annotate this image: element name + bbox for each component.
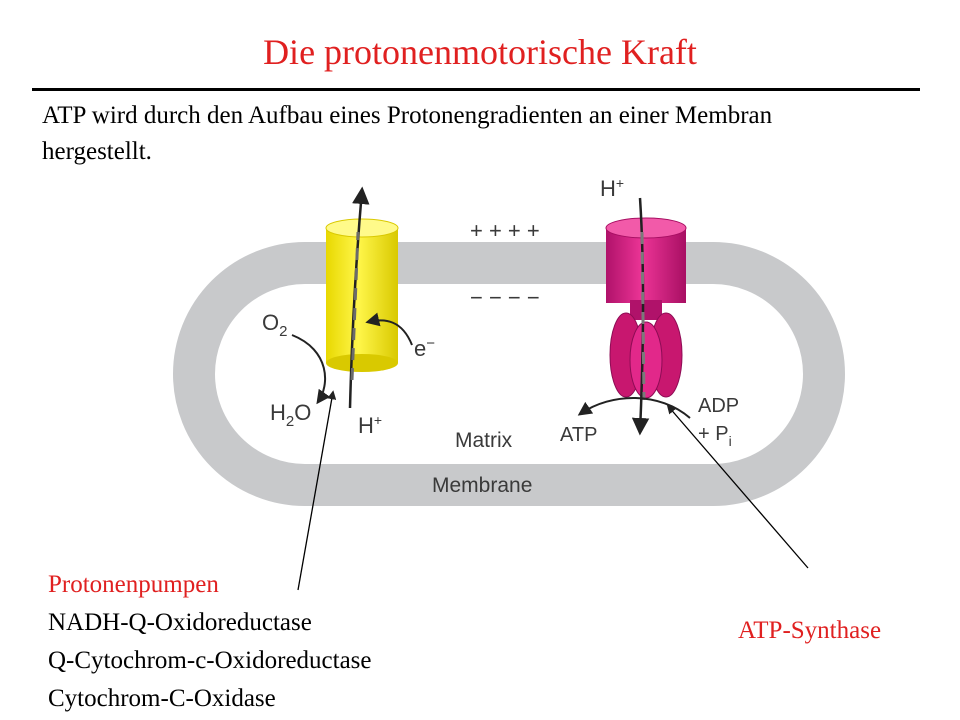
pumps-legend: Protonenpumpen NADH-Q-Oxidoreductase Q-C… [48, 566, 372, 718]
pump-leader-line [297, 390, 337, 591]
page-title: Die protonenmotorische Kraft [263, 32, 697, 72]
pump-item: Q-Cytochrom-c-Oxidoreductase [48, 647, 372, 674]
pump-item: NADH-Q-Oxidoreductase [48, 609, 312, 636]
pumps-heading: Protonenpumpen [48, 571, 219, 598]
proton-pump [325, 218, 399, 372]
label-atp: ATP [560, 424, 597, 446]
phosphorylation-arrow [577, 397, 691, 419]
label-e-minus: e− [414, 335, 435, 361]
label-matrix: Matrix [455, 429, 513, 452]
pump-item: Cytochrom-C-Oxidase [48, 685, 276, 712]
atp-synthase [605, 217, 687, 399]
label-adp: ADP [698, 395, 739, 417]
synthase-channel-dash [640, 231, 646, 401]
membrane-ring [173, 242, 845, 506]
label-membrane: Membrane [432, 474, 532, 497]
label-minus-charges: − − − − [470, 285, 540, 310]
label-h2o: H2O [270, 400, 311, 430]
intro-text: ATP wird durch den Aufbau eines Protonen… [42, 102, 773, 165]
label-pi: + Pi [698, 423, 732, 449]
title-divider [32, 88, 920, 91]
label-o2: O2 [262, 310, 287, 340]
synthase-leader-line [666, 404, 809, 569]
oxygen-reduction-arrow [291, 334, 331, 405]
pump-channel-dash [350, 231, 360, 381]
synthase-label: ATP-Synthase [738, 617, 882, 644]
label-h-plus-bottom: H+ [358, 412, 382, 438]
label-plus-charges: + + + + [470, 218, 540, 243]
label-h-plus-top: H+ [600, 175, 624, 201]
electron-arrow [365, 312, 413, 346]
